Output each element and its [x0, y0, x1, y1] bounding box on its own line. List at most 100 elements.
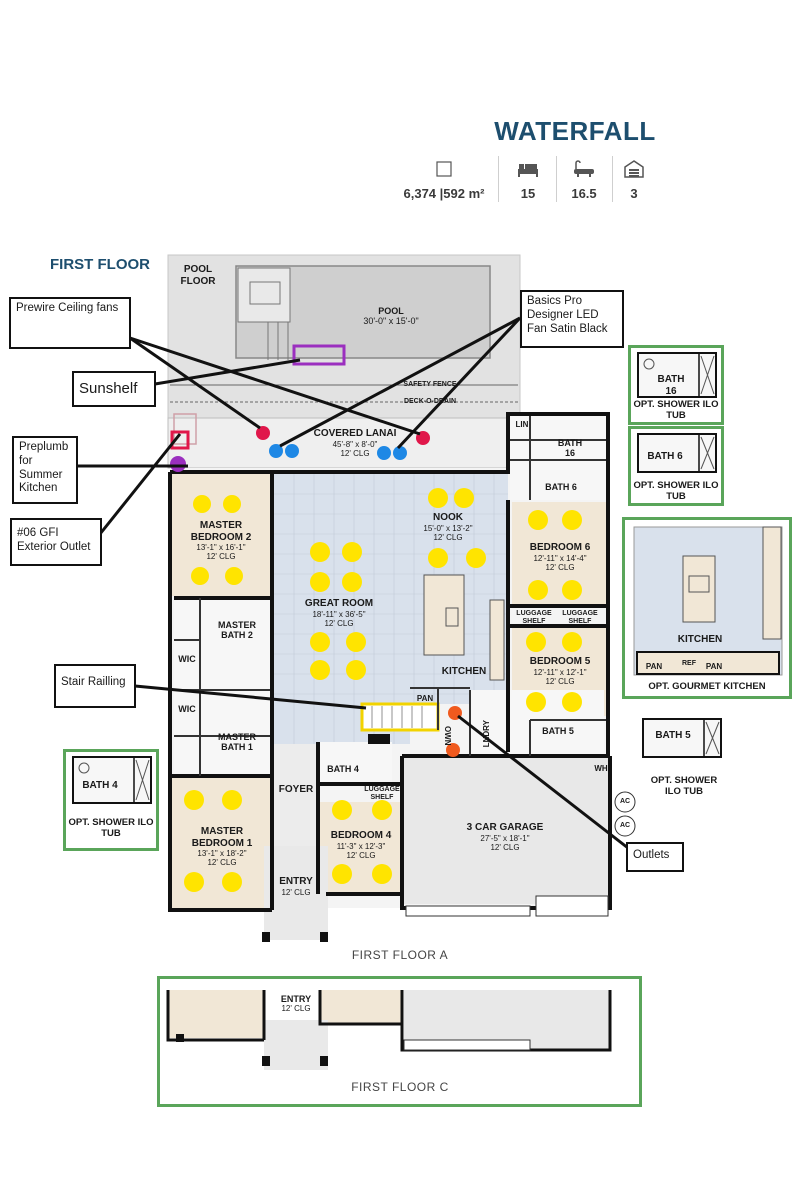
spa-inner [249, 281, 281, 305]
option-shower-bath-6: BATH 6 OPT. SHOWER ILO TUB [628, 426, 724, 506]
bath-16-option-drawing [637, 352, 717, 398]
summer-kitchen-marker [170, 430, 190, 450]
floor-c-entry [264, 1020, 328, 1070]
stat-value: 6,374 |592 m² [403, 186, 485, 201]
entry-post [320, 932, 328, 942]
luggage-shelf-label: LUGGAGE SHELF [364, 786, 400, 802]
callout-prewire-ceiling-fans: Prewire Ceiling fans [9, 297, 131, 349]
bath-16-6-area [510, 416, 608, 500]
stat-bathrooms: 16.5 [562, 158, 606, 201]
callout-summer-kitchen: Preplumb for Summer Kitchen [12, 436, 78, 504]
bath-4-label: BATH 4 [327, 764, 359, 774]
pantry-label: PAN [705, 662, 723, 671]
gourmet-kitchen-label: KITCHEN [677, 634, 723, 645]
baths-closets-area [174, 598, 270, 776]
entry-label: ENTRY 12' CLG [279, 876, 313, 897]
luggage-shelf-label: LUGGAGE SHELF [516, 610, 552, 626]
master-bedroom-2-label: MASTER BEDROOM 2 13'-1" x 16'-1" 12' CLG [190, 520, 252, 562]
garage-door-right [535, 895, 609, 917]
callout-outlets: Outlets [626, 842, 684, 872]
garage-icon [616, 158, 652, 180]
garage-fill [404, 758, 608, 904]
kitchen-label: KITCHEN [441, 666, 487, 677]
entry-post [320, 1056, 328, 1066]
laundry-label: LNDRY [482, 720, 491, 748]
floor-c-garage-door [403, 1039, 531, 1051]
bathtub-icon [562, 158, 606, 180]
owners-entry-label: OWN [443, 726, 452, 746]
pantry-label: PAN [645, 662, 663, 671]
option-shower-bath-16: BATH 16 OPT. SHOWER ILO TUB [628, 345, 724, 425]
square-footage-icon [398, 158, 490, 180]
bath-6-option-drawing [637, 433, 717, 473]
gfi-outlet-marker [170, 456, 186, 472]
stat-garage: 3 [616, 158, 652, 201]
spa [237, 267, 291, 323]
callout-stair-railing: Stair Railling [54, 664, 136, 708]
walls [168, 412, 612, 912]
bath-16-label: BATH 16 [557, 438, 583, 459]
floor-title: FIRST FLOOR [50, 256, 150, 273]
stat-value: 3 [630, 186, 638, 201]
floor-a-label: FIRST FLOOR A [351, 948, 449, 962]
outlet-marker [446, 743, 460, 757]
deck-drain-label: DECK-O-DRAIN [403, 398, 457, 405]
stair [360, 702, 440, 732]
bath-6-label: BATH 6 [545, 482, 577, 492]
safety-fence-label: SAFETY FENCE [403, 381, 457, 388]
callout-sunshelf: Sunshelf [72, 371, 156, 407]
stat-value: 15 [520, 186, 536, 201]
garage-door-left [405, 905, 531, 917]
pantry-label: PAN [416, 694, 434, 703]
entry-post [262, 932, 270, 942]
summer-kitchen-area [173, 413, 197, 445]
floor-c-entry-label: ENTRY 12' CLG [280, 994, 312, 1014]
callout-led-fan: Basics Pro Designer LED Fan Satin Black [520, 290, 624, 348]
bedroom-5-label: BEDROOM 5 12'-11" x 12'-1" 12' CLG [529, 656, 591, 686]
bath-4-option-label: BATH 4 [82, 780, 118, 791]
stair-treads [371, 706, 423, 728]
interior-walls [174, 416, 606, 776]
nook-label: NOOK 15'-0" x 13'-2" 12' CLG [423, 512, 473, 542]
ac-unit [614, 815, 636, 837]
lanai-area [167, 417, 509, 469]
floor-c-frame [157, 976, 642, 1107]
stat-divider [556, 156, 557, 202]
option-caption: OPT. SHOWER ILO TUB [633, 480, 719, 502]
option-gourmet-kitchen: KITCHEN PAN REF PAN OPT. GOURMET KITCHEN [622, 517, 792, 699]
bath-6-option-label: BATH 6 [647, 451, 683, 462]
wic-label: WIC [178, 704, 196, 714]
master-bath-2-label: MASTER BATH 2 [218, 620, 256, 641]
ac-unit [614, 791, 636, 813]
ceiling-lights [184, 488, 582, 892]
gourmet-kitchen-drawing [633, 526, 783, 676]
entry-post [262, 1056, 270, 1066]
option-caption: OPT. GOURMET KITCHEN [648, 681, 766, 692]
wic-label: WIC [178, 654, 196, 664]
post [176, 1034, 184, 1042]
foyer-fill [274, 744, 318, 848]
callout-gfi-outlet: #06 GFI Exterior Outlet [10, 518, 102, 566]
kitchen-counter [489, 599, 505, 681]
island-sink [445, 607, 459, 627]
great-room-label: GREAT ROOM 18'-11" x 36'-5" 12' CLG [304, 598, 374, 628]
master-bath-1-label: MASTER BATH 1 [218, 732, 256, 753]
covered-lanai-label: COVERED LANAI 45'-8" x 8'-0" 12' CLG [313, 428, 397, 458]
master-bedroom-2-fill [172, 474, 270, 596]
floor-c-label: FIRST FLOOR C [351, 1080, 449, 1094]
water-heater-label: WH [594, 764, 608, 773]
ac-label: AC [619, 798, 631, 805]
pool-label: POOL 30'-0" x 15'-0" [363, 306, 419, 327]
bath-5-label: BATH 5 [542, 726, 574, 736]
sunshelf-highlight [292, 344, 346, 366]
stat-divider [498, 156, 499, 202]
linen-label: LIN [515, 420, 529, 429]
option-caption: OPT. SHOWER ILO TUB [68, 817, 154, 839]
floor-c-room-left [168, 990, 264, 1038]
callout-leaders [78, 316, 629, 850]
bath-5-option-label: BATH 5 [655, 730, 691, 741]
kitchen-island [423, 574, 465, 656]
refrigerator-label: REF [682, 660, 696, 667]
bath-16-option-label: BATH 16 [657, 374, 685, 397]
